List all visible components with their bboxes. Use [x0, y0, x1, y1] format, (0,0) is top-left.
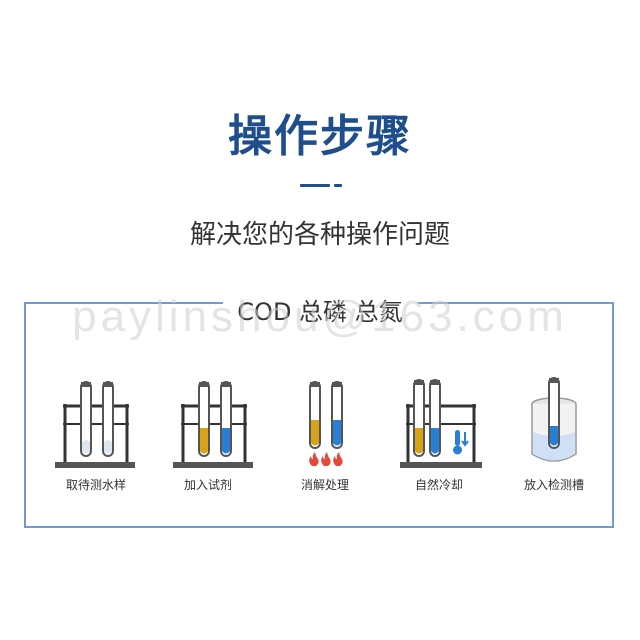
- title-dash-short: [334, 184, 342, 187]
- step-4: 自然冷却: [384, 370, 494, 500]
- step-label: 取待测水样: [65, 478, 126, 492]
- step-label: 放入检测槽: [523, 478, 584, 492]
- detection-cell-icon: [531, 377, 577, 462]
- test-tubes-rack-empty-icon: [55, 381, 135, 468]
- cooling-tubes-thermometer-icon: [400, 379, 482, 468]
- page-subtitle: 解决您的各种操作问题: [189, 220, 450, 250]
- page-title: 操作步骤: [228, 111, 412, 162]
- title-dash-long: [300, 184, 330, 187]
- step-5: 放入检测槽: [499, 370, 609, 500]
- step-label: 消解处理: [300, 478, 349, 492]
- watermark: paylinshou@163.com: [72, 292, 568, 341]
- test-tubes-rack-reagent-icon: [173, 381, 253, 468]
- step-label: 自然冷却: [414, 478, 463, 492]
- step-label: 加入试剂: [183, 478, 232, 492]
- step-3: 消解处理: [270, 370, 380, 500]
- panel-title-text: COD 总磷 总氮: [223, 298, 417, 326]
- panel-title: COD 总磷 总氮: [0, 292, 640, 327]
- step-2: 加入试剂: [153, 370, 263, 500]
- heating-tubes-flame-icon: [309, 381, 343, 466]
- step-1: 取待测水样: [41, 370, 151, 500]
